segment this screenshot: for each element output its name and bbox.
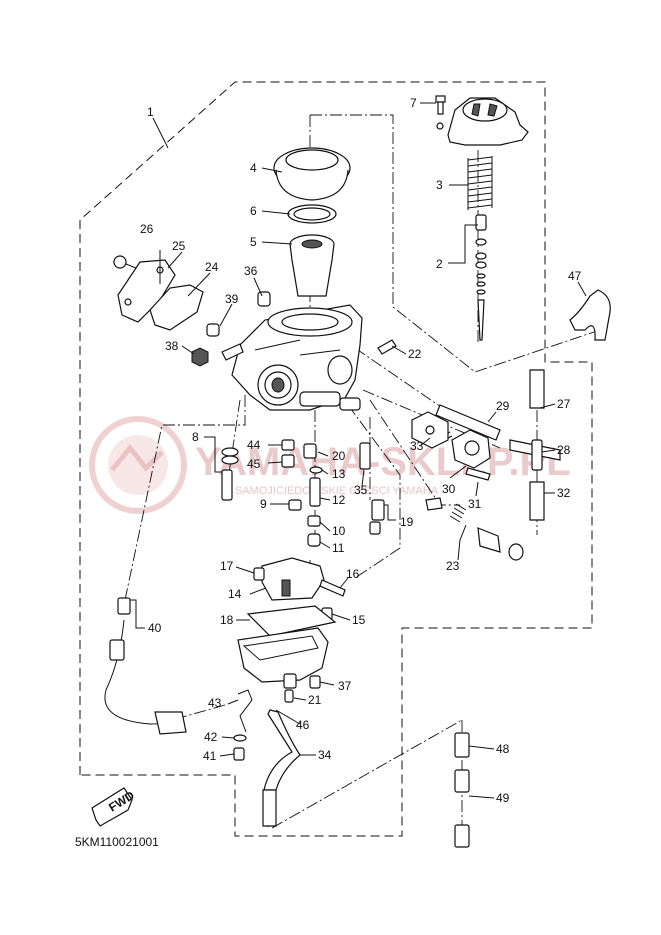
callout-35: 35 — [354, 483, 368, 497]
forward-arrow-icon: FWD — [91, 787, 137, 827]
screw-icon — [221, 343, 244, 361]
screw-icon — [284, 675, 321, 703]
cover-plate — [411, 411, 449, 449]
float-bowl-gasket — [246, 605, 337, 637]
callout-2: 2 — [436, 257, 443, 271]
carburetor-body — [231, 304, 363, 411]
callout-5: 5 — [250, 235, 257, 249]
callout-9: 9 — [260, 497, 267, 511]
watermark-main: YAMAHA-SKLEP.PL — [195, 440, 571, 484]
float — [261, 557, 325, 601]
callout-12: 12 — [332, 493, 346, 507]
callout-48: 48 — [496, 742, 510, 756]
callout-30: 30 — [442, 482, 456, 496]
callout-8: 8 — [192, 430, 199, 444]
callout-15: 15 — [352, 613, 366, 627]
screw-icon — [425, 497, 443, 511]
throttle-spring — [467, 156, 493, 210]
callout-13: 13 — [332, 467, 346, 481]
spring-icon — [449, 503, 467, 523]
callout-10: 10 — [332, 524, 346, 538]
watermark-sub: SAMOJICIEDOWSKIE CZESCI YAMAHA — [235, 485, 439, 497]
callout-28: 28 — [557, 443, 571, 457]
tee-fitting — [509, 439, 561, 471]
breather-hose — [569, 289, 611, 341]
callout-45: 45 — [247, 457, 261, 471]
callout-7: 7 — [410, 96, 417, 110]
plug-icon — [206, 323, 220, 337]
hose-fitting — [454, 732, 470, 848]
callout-41: 41 — [203, 749, 217, 763]
throttle-piston — [289, 234, 335, 297]
callout-39: 39 — [225, 292, 239, 306]
callout-47: 47 — [568, 269, 582, 283]
callout-14: 14 — [228, 587, 242, 601]
carburetor-top-cover — [447, 97, 529, 146]
main-jet-set — [221, 439, 371, 547]
callout-46: 46 — [296, 718, 310, 732]
assembly-boundary — [79, 81, 593, 837]
diagram-code: 5KM110021001 — [75, 835, 159, 849]
callout-6: 6 — [250, 204, 257, 218]
callout-33: 33 — [410, 439, 424, 453]
callout-25: 25 — [172, 239, 186, 253]
gasket — [149, 284, 204, 331]
callout-49: 49 — [496, 791, 510, 805]
washer-icon — [233, 734, 247, 742]
jet-needle-set — [475, 214, 487, 341]
callout-16: 16 — [346, 567, 360, 581]
callout-37: 37 — [338, 679, 352, 693]
callout-38: 38 — [165, 339, 179, 353]
callout-20: 20 — [332, 449, 346, 463]
callout-4: 4 — [250, 161, 257, 175]
callout-17: 17 — [220, 559, 234, 573]
callout-43: 43 — [208, 696, 222, 710]
callout-27: 27 — [557, 397, 571, 411]
callout-40: 40 — [148, 621, 162, 635]
callout-23: 23 — [446, 559, 460, 573]
callout-42: 42 — [204, 730, 218, 744]
callout-29: 29 — [496, 399, 510, 413]
drain-hose — [262, 709, 301, 827]
callout-44: 44 — [247, 438, 261, 452]
nut-icon — [191, 347, 209, 367]
screw-icon — [233, 747, 245, 761]
diaphragm — [273, 147, 351, 201]
float-bowl — [237, 627, 329, 689]
part-callouts: 1 2 3 4 5 6 7 8 9 10 11 12 13 14 15 16 1… — [140, 96, 582, 805]
screw-icon — [113, 255, 137, 269]
watermark: YAMAHA-SKLEP.PL SAMOJICIEDOWSKIE CZESCI … — [89, 416, 571, 514]
pilot-screw-set — [369, 499, 385, 535]
cap-icon — [257, 291, 271, 307]
callout-26: 26 — [140, 222, 154, 236]
callout-18: 18 — [220, 613, 234, 627]
leader-lines — [130, 102, 587, 799]
o-ring-icon — [287, 204, 337, 224]
callout-22: 22 — [408, 347, 422, 361]
pin-icon — [319, 579, 346, 597]
starter-cable — [104, 597, 187, 735]
screw-icon — [465, 467, 491, 481]
screw-icon — [435, 95, 446, 130]
screw-icon — [377, 339, 397, 355]
valve-icon — [477, 527, 524, 561]
accelerator-pump-cover — [451, 429, 491, 469]
callout-19: 19 — [400, 515, 414, 529]
callout-24: 24 — [205, 260, 219, 274]
callout-21: 21 — [308, 693, 322, 707]
callout-31: 31 — [468, 497, 482, 511]
shaft-icon — [435, 404, 501, 441]
callout-1: 1 — [147, 105, 154, 119]
clip-icon — [237, 689, 253, 733]
callout-34: 34 — [318, 748, 332, 762]
callout-36: 36 — [244, 264, 258, 278]
callout-3: 3 — [436, 178, 443, 192]
hose — [529, 369, 545, 521]
gasket — [117, 259, 176, 323]
callout-32: 32 — [557, 486, 571, 500]
callout-11: 11 — [332, 541, 345, 555]
